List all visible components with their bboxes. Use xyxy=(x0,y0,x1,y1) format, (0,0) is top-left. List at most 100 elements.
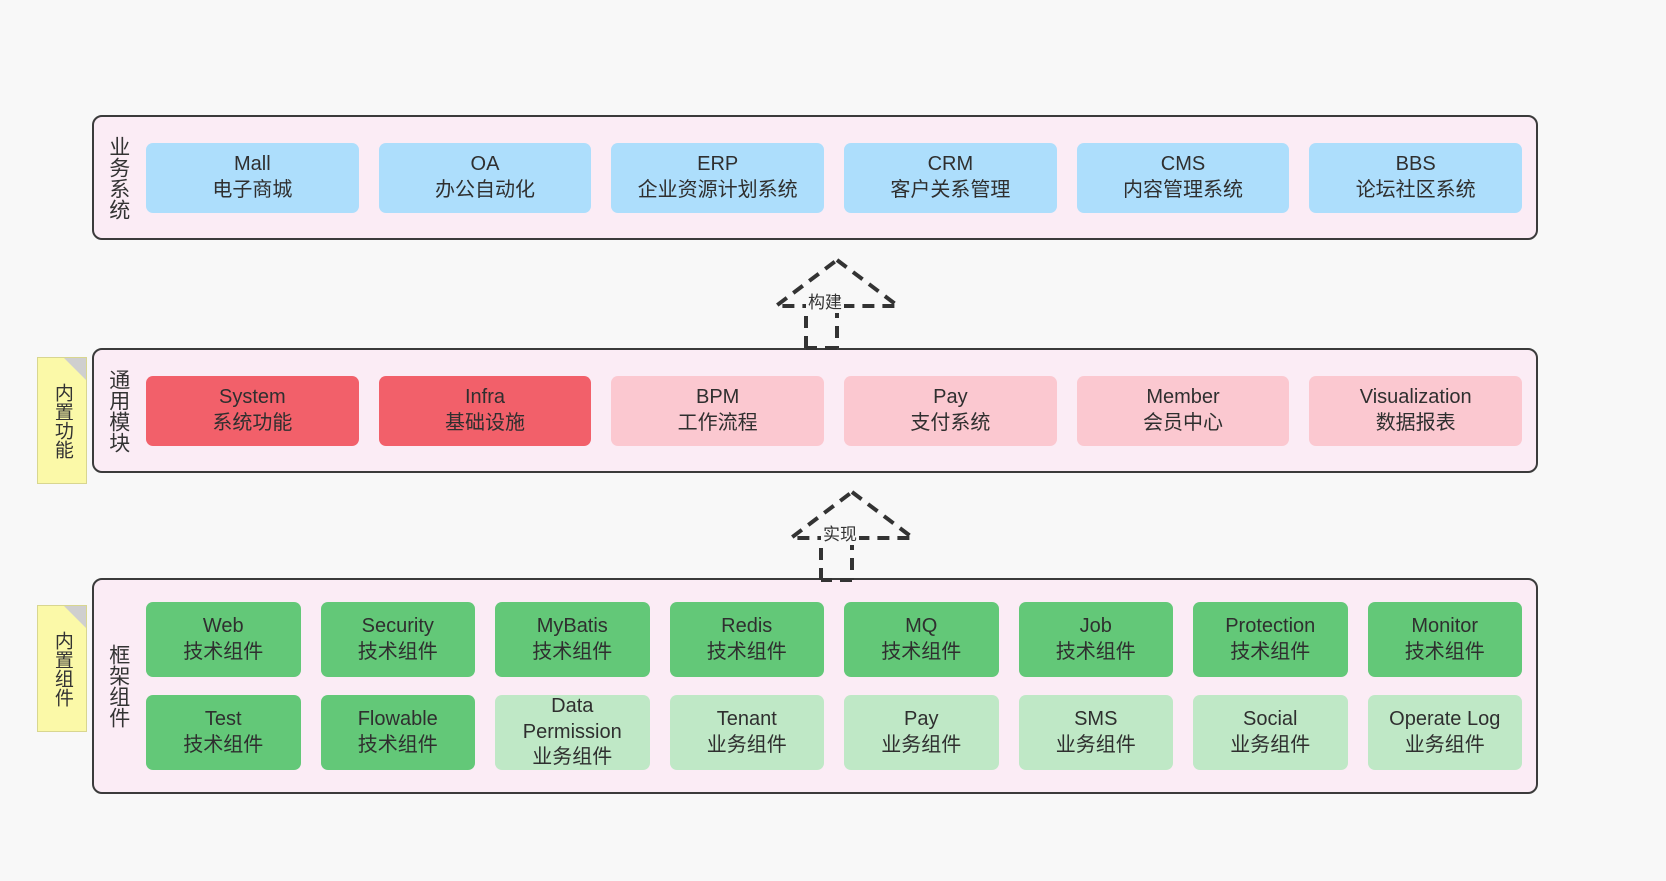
layer-row: Mall 电子商城 OA 办公自动化 ERP 企业资源计划系统 CRM 客户关系… xyxy=(146,142,1523,213)
node-subtitle: 办公自动化 xyxy=(435,178,535,201)
layer-body-business-system: Mall 电子商城 OA 办公自动化 ERP 企业资源计划系统 CRM 客户关系… xyxy=(138,117,1536,238)
node-title: Operate Log xyxy=(1389,707,1501,730)
node-security[interactable]: Security 技术组件 xyxy=(320,602,475,677)
node-title: CMS xyxy=(1160,152,1206,175)
note-builtin-function: 内置功能 xyxy=(37,357,87,484)
layer-business-system: 业务系统 Mall 电子商城 OA 办公自动化 ERP 企业资源计划系统 CRM… xyxy=(92,115,1538,240)
node-title: System xyxy=(218,385,286,408)
node-subtitle: 技术组件 xyxy=(706,640,787,663)
node-title: SMS xyxy=(1074,707,1118,730)
node-subtitle: 企业资源计划系统 xyxy=(637,178,798,201)
node-visualization[interactable]: Visualization 数据报表 xyxy=(1309,375,1523,446)
node-subtitle: 技术组件 xyxy=(1404,640,1485,663)
node-title: Social xyxy=(1243,707,1298,730)
node-flowable[interactable]: Flowable 技术组件 xyxy=(320,695,475,770)
node-title: Monitor xyxy=(1411,614,1479,637)
layer-title-business-system: 业务系统 xyxy=(106,135,130,220)
node-subtitle: 基础设施 xyxy=(445,411,525,434)
node-pay-component[interactable]: Pay 业务组件 xyxy=(844,695,999,770)
node-title: Visualization xyxy=(1359,385,1472,408)
node-subtitle: 业务组件 xyxy=(1230,733,1311,756)
layer-body-framework-component: Web 技术组件 Security 技术组件 MyBatis 技术组件 Redi… xyxy=(138,580,1536,792)
node-bpm[interactable]: BPM 工作流程 xyxy=(611,375,825,446)
node-title: Security xyxy=(361,614,434,637)
node-subtitle: 系统功能 xyxy=(212,411,293,434)
node-subtitle: 内容管理系统 xyxy=(1123,178,1244,201)
node-test[interactable]: Test 技术组件 xyxy=(146,695,301,770)
node-title: Flowable xyxy=(357,707,438,730)
node-subtitle: 工作流程 xyxy=(677,411,758,434)
node-subtitle: 技术组件 xyxy=(532,640,613,663)
node-erp[interactable]: ERP 企业资源计划系统 xyxy=(611,142,825,213)
node-web[interactable]: Web 技术组件 xyxy=(146,602,301,677)
node-title: Pay xyxy=(904,707,939,730)
layer-title-framework-component: 框架组件 xyxy=(106,644,130,728)
node-redis[interactable]: Redis 技术组件 xyxy=(669,602,824,677)
connector-label: 构建 xyxy=(806,288,844,313)
layer-title-common-module: 通用模块 xyxy=(106,368,130,453)
note-label: 内置功能 xyxy=(51,382,73,459)
node-subtitle: 支付系统 xyxy=(910,411,991,434)
node-subtitle: 技术组件 xyxy=(357,640,438,663)
node-title: Infra xyxy=(464,385,506,408)
node-infra[interactable]: Infra 基础设施 xyxy=(378,375,592,446)
node-tenant[interactable]: Tenant 业务组件 xyxy=(669,695,824,770)
node-title: BPM xyxy=(696,385,740,408)
note-builtin-component: 内置组件 xyxy=(37,605,87,732)
node-protection[interactable]: Protection 技术组件 xyxy=(1193,602,1348,677)
node-bbs[interactable]: BBS 论坛社区系统 xyxy=(1309,142,1523,213)
node-subtitle: 论坛社区系统 xyxy=(1355,178,1476,201)
layer-row: System 系统功能 Infra 基础设施 BPM 工作流程 Pay 支付系统… xyxy=(146,375,1523,446)
node-pay[interactable]: Pay 支付系统 xyxy=(844,375,1057,446)
connector-implement: 实现 xyxy=(765,488,935,583)
node-operate-log[interactable]: Operate Log 业务组件 xyxy=(1367,695,1522,770)
node-title: BBS xyxy=(1395,152,1436,175)
node-subtitle: 电子商城 xyxy=(212,178,293,201)
node-social[interactable]: Social 业务组件 xyxy=(1193,695,1348,770)
node-oa[interactable]: OA 办公自动化 xyxy=(378,142,592,213)
node-title: CRM xyxy=(927,152,974,175)
node-title: Test xyxy=(204,707,242,730)
node-subtitle: 技术组件 xyxy=(1230,640,1311,663)
node-system[interactable]: System 系统功能 xyxy=(146,375,359,446)
node-subtitle: 技术组件 xyxy=(357,733,438,756)
generalization-arrow-icon xyxy=(770,257,904,350)
node-subtitle: 技术组件 xyxy=(881,640,962,663)
node-title: Protection xyxy=(1225,614,1316,637)
node-data-permission[interactable]: Data Permission 业务组件 xyxy=(495,695,650,770)
node-title: MQ xyxy=(905,614,938,637)
layer-common-module: 通用模块 System 系统功能 Infra 基础设施 BPM 工作流程 Pay… xyxy=(92,348,1538,473)
node-subtitle: 业务组件 xyxy=(1404,733,1485,756)
node-mq[interactable]: MQ 技术组件 xyxy=(844,602,999,677)
node-job[interactable]: Job 技术组件 xyxy=(1018,602,1173,677)
node-monitor[interactable]: Monitor 技术组件 xyxy=(1367,602,1522,677)
connector-label: 实现 xyxy=(821,520,859,545)
node-subtitle: 业务组件 xyxy=(706,733,787,756)
node-sms[interactable]: SMS 业务组件 xyxy=(1018,695,1173,770)
note-label: 内置组件 xyxy=(51,630,73,707)
node-subtitle: 技术组件 xyxy=(183,733,264,756)
node-subtitle: 数据报表 xyxy=(1375,411,1456,434)
node-mybatis[interactable]: MyBatis 技术组件 xyxy=(495,602,650,677)
note-fold-corner-icon xyxy=(64,606,86,628)
node-title: Tenant xyxy=(716,707,777,730)
node-title: Data Permission xyxy=(522,695,622,743)
node-title: Web xyxy=(202,614,244,637)
layer-body-common-module: System 系统功能 Infra 基础设施 BPM 工作流程 Pay 支付系统… xyxy=(138,350,1536,471)
layer-row: Web 技术组件 Security 技术组件 MyBatis 技术组件 Redi… xyxy=(146,602,1522,677)
node-mall[interactable]: Mall 电子商城 xyxy=(146,142,359,213)
node-cms[interactable]: CMS 内容管理系统 xyxy=(1076,142,1290,213)
node-crm[interactable]: CRM 客户关系管理 xyxy=(844,142,1057,213)
node-title: Redis xyxy=(721,614,773,637)
generalization-arrow-icon xyxy=(785,489,919,582)
node-title: Job xyxy=(1079,614,1112,637)
layer-framework-component: 框架组件 Web 技术组件 Security 技术组件 MyBatis 技术组件… xyxy=(92,578,1538,794)
node-title: OA xyxy=(470,152,500,175)
node-subtitle: 业务组件 xyxy=(532,746,613,769)
node-subtitle: 业务组件 xyxy=(1055,733,1136,756)
node-member[interactable]: Member 会员中心 xyxy=(1076,375,1290,446)
node-subtitle: 技术组件 xyxy=(1055,640,1136,663)
node-title: MyBatis xyxy=(536,614,608,637)
connector-build: 构建 xyxy=(750,256,920,351)
